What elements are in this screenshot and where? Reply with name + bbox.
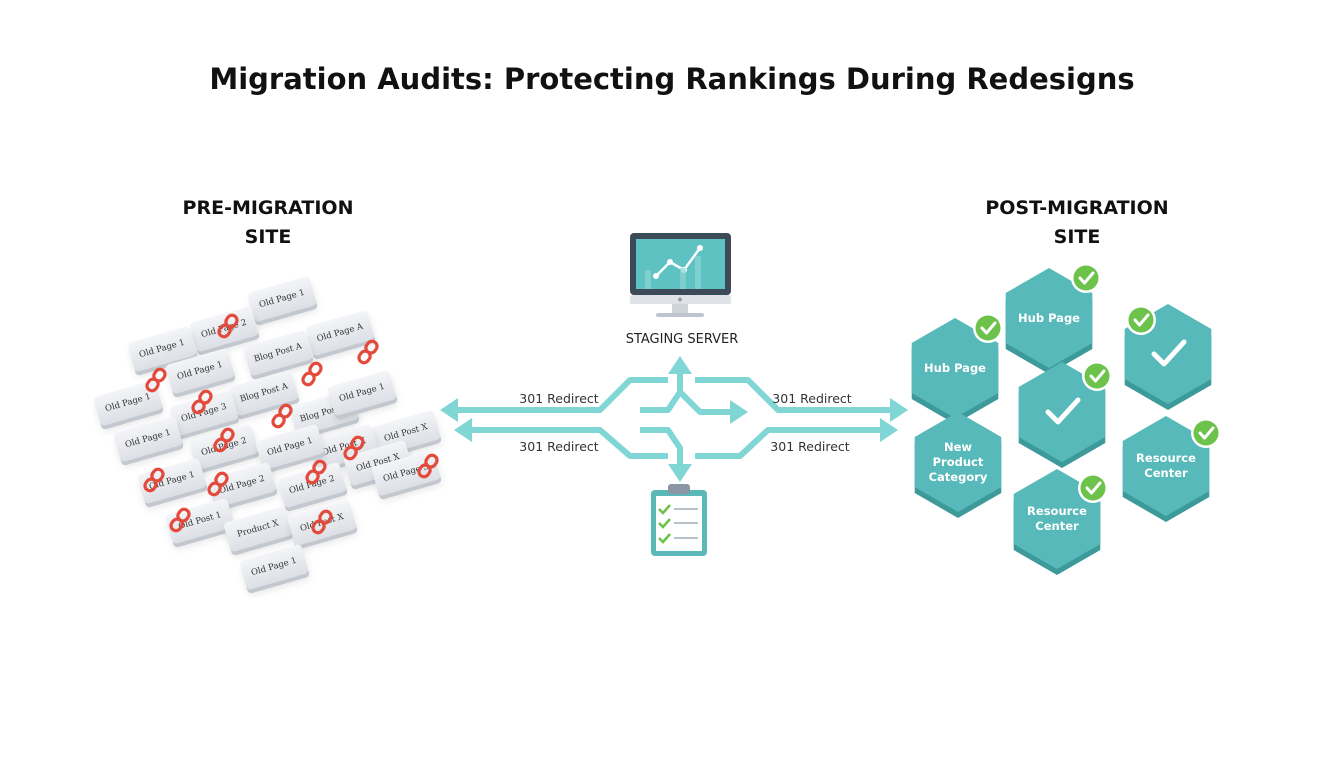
page-title: Migration Audits: Protecting Rankings Du… xyxy=(209,62,1135,96)
broken-link-icon xyxy=(271,403,293,429)
new-page-label: Hub Page xyxy=(1018,310,1080,325)
new-page-hexagon xyxy=(1005,268,1093,374)
redirect-arrow-down xyxy=(640,427,683,466)
redirect-arrow-up xyxy=(640,372,683,413)
broken-link-icon xyxy=(417,453,439,479)
post-migration-title-line1: POST-MIGRATION xyxy=(985,197,1169,219)
arrowhead-right-top xyxy=(890,398,908,422)
broken-link-icon xyxy=(357,339,379,365)
old-page-label: Product X xyxy=(236,518,280,540)
pre-migration-title-line1: PRE-MIGRATION xyxy=(182,197,354,219)
broken-link-icon xyxy=(207,471,229,497)
old-page-label: Old Page 1 xyxy=(138,337,186,361)
broken-link-icon xyxy=(145,367,167,393)
arrowhead-right-bottom xyxy=(880,418,898,442)
check-badge-icon xyxy=(1071,263,1101,293)
old-page-label: Blog Post A xyxy=(252,341,304,365)
broken-link-icon xyxy=(213,427,235,453)
broken-link-icon xyxy=(311,509,333,535)
new-page-hexagon xyxy=(1018,362,1106,468)
broken-link-icon xyxy=(191,389,213,415)
redirect-arrows xyxy=(448,372,895,466)
arrowhead-left-top xyxy=(440,398,458,422)
new-page-hexagon xyxy=(911,318,999,424)
clipboard-checklist-icon xyxy=(651,484,707,556)
pre-migration-title-line2: SITE xyxy=(244,226,292,248)
check-mark-icon xyxy=(1151,339,1187,367)
broken-link-icon xyxy=(301,361,323,387)
redirect-arrow-right-center xyxy=(677,389,735,415)
staging-server-label: STAGING SERVER xyxy=(625,332,739,347)
new-page-hexagon xyxy=(1122,416,1210,522)
redirect-arrow-left-top xyxy=(448,377,668,413)
broken-link-icon xyxy=(305,459,327,485)
redirect-label-right-bottom: 301 Redirect xyxy=(770,439,850,454)
redirect-label-right-top: 301 Redirect xyxy=(772,391,852,406)
broken-link-icon xyxy=(143,467,165,493)
old-page-label: Blog Post A xyxy=(238,381,290,405)
arrowhead-down xyxy=(668,464,692,482)
check-badge-icon xyxy=(1078,473,1108,503)
old-page-label: Old Page 1 xyxy=(176,359,224,383)
redirect-label-left-bottom: 301 Redirect xyxy=(519,439,599,454)
check-mark-icon xyxy=(1045,397,1081,425)
redirect-label-left-top: 301 Redirect xyxy=(519,391,599,406)
arrowhead-up xyxy=(668,356,692,374)
check-badge-icon xyxy=(1126,305,1156,335)
redirect-arrowheads xyxy=(440,356,908,482)
post-migration-title-line2: SITE xyxy=(1053,226,1101,248)
redirect-arrow-right-bottom xyxy=(695,427,885,459)
redirect-arrow-left-bottom xyxy=(462,427,668,459)
new-page-label: Hub Page xyxy=(924,360,986,375)
old-page-label: Old Post X xyxy=(383,422,429,444)
broken-link-icon xyxy=(217,313,239,339)
new-page-label: Resource Center xyxy=(1136,451,1196,480)
broken-link-icon xyxy=(343,435,365,461)
old-page-label: Old Page 1 xyxy=(338,381,386,405)
old-page-label: Old Page 1 xyxy=(258,287,306,311)
old-page-label: Old Page 1 xyxy=(104,391,152,415)
old-page-label: Old Page 1 xyxy=(266,435,314,459)
new-page-hexagon xyxy=(914,412,1002,518)
arrowhead-left-bottom xyxy=(454,418,472,442)
arrowhead-right-center xyxy=(730,400,748,424)
pre-migration-title: PRE-MIGRATION SITE xyxy=(138,194,398,252)
redirect-arrow-right-top xyxy=(695,377,895,413)
broken-link-icon xyxy=(169,507,191,533)
post-migration-title: POST-MIGRATION SITE xyxy=(947,194,1207,252)
check-badge-icon xyxy=(973,313,1003,343)
post-migration-hexagons xyxy=(911,263,1221,575)
check-badge-icon xyxy=(1191,418,1221,448)
new-page-hexagon xyxy=(1013,469,1101,575)
new-page-label: Resource Center xyxy=(1027,504,1087,533)
monitor-chart-icon xyxy=(630,233,731,317)
new-page-label: New Product Category xyxy=(928,439,988,484)
old-page-label: Old Page 1 xyxy=(250,555,298,579)
old-page-label: Old Page 1 xyxy=(124,427,172,451)
check-badge-icon xyxy=(1082,361,1112,391)
